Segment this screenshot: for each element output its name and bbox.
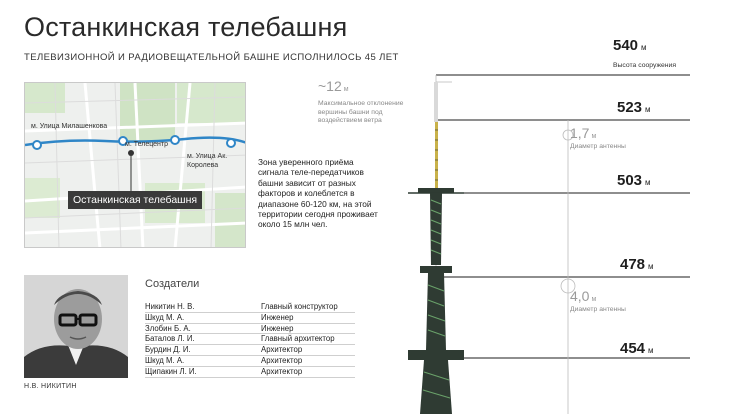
antenna-top-note: Диаметр антенны — [570, 143, 626, 150]
creator-role: Инженер — [261, 312, 294, 322]
creator-row: Бурдин Д. И. Архитектор — [145, 345, 355, 356]
portrait-image — [24, 275, 128, 378]
height-540-value: 540 — [613, 37, 639, 54]
map-graphic — [25, 83, 245, 247]
creator-role: Инженер — [261, 323, 294, 333]
creator-row: Злобин Б. А. Инженер — [145, 324, 355, 335]
deflection-number: ~12 — [318, 78, 342, 94]
creator-name: Щипакин Л. И. — [145, 366, 197, 376]
height-454-value: 454 — [620, 340, 646, 357]
creator-row: Баталов Л. И. Главный архитектор — [145, 334, 355, 346]
creators-table: Никитин Н. В. Главный конструктор Шкуд М.… — [145, 302, 355, 378]
deflection-unit: м — [343, 86, 349, 93]
antenna-mid-note: Диаметр антенны — [570, 306, 626, 313]
height-unit: м — [648, 262, 654, 271]
creators-heading: Создатели — [145, 278, 200, 290]
photo-caption: Н.В. НИКИТИН — [24, 383, 77, 390]
creator-row: Щипакин Л. И. Архитектор — [145, 367, 355, 378]
height-540-caption: Высота сооружения — [613, 62, 677, 69]
metro-label-milashenkova: м. Улица Милашенкова — [31, 123, 108, 130]
height-523-value: 523 — [617, 99, 643, 116]
creator-row: Никитин Н. В. Главный конструктор — [145, 302, 355, 313]
height-unit: м — [641, 43, 647, 52]
antenna-top-number: 1,7 — [570, 125, 590, 141]
reception-zone-text: Зона уверенного приёма сигнала теле-пере… — [258, 157, 378, 230]
height-unit: м — [645, 178, 651, 187]
creator-name: Бурдин Д. И. — [145, 345, 191, 355]
creator-role: Главный архитектор — [261, 334, 335, 344]
creator-role: Архитектор — [261, 355, 303, 365]
creator-role: Главный конструктор — [261, 302, 338, 311]
antenna-top-unit: м — [591, 133, 597, 140]
creator-name: Шкуд М. А. — [145, 355, 185, 365]
metro-label-korolyova: м. Улица Ак. Королева — [187, 153, 228, 169]
creator-name: Никитин Н. В. — [145, 302, 195, 311]
height-unit: м — [645, 105, 651, 114]
page-title: Останкинская телебашня — [24, 12, 348, 42]
metro-label-telecentr: м. Телецентр — [125, 141, 169, 148]
portrait-photo — [24, 275, 128, 378]
creator-name: Шкуд М. А. — [145, 312, 185, 322]
antenna-mid-number: 4,0 — [570, 288, 590, 304]
creator-role: Архитектор — [261, 345, 303, 355]
creator-role: Архитектор — [261, 366, 303, 376]
deflection-note: Максимальное отклонение вершины башни по… — [318, 100, 404, 124]
height-unit: м — [648, 346, 654, 355]
antenna-mid-unit: м — [591, 296, 597, 303]
creator-name: Баталов Л. И. — [145, 334, 195, 344]
page-subtitle: ТЕЛЕВИЗИОННОЙ И РАДИОВЕЩАТЕЛЬНОЙ БАШНЕ И… — [24, 52, 399, 63]
creator-row: Шкуд М. А. Инженер — [145, 313, 355, 324]
height-503-value: 503 — [617, 172, 643, 189]
height-478-value: 478 — [620, 256, 646, 273]
map-tower-tag: Останкинская телебашня — [68, 191, 203, 209]
creator-row: Шкуд М. А. Архитектор — [145, 356, 355, 367]
location-map[interactable]: м. Улица Милашенкова м. Телецентр м. Ули… — [24, 82, 246, 248]
creator-name: Злобин Б. А. — [145, 323, 191, 333]
